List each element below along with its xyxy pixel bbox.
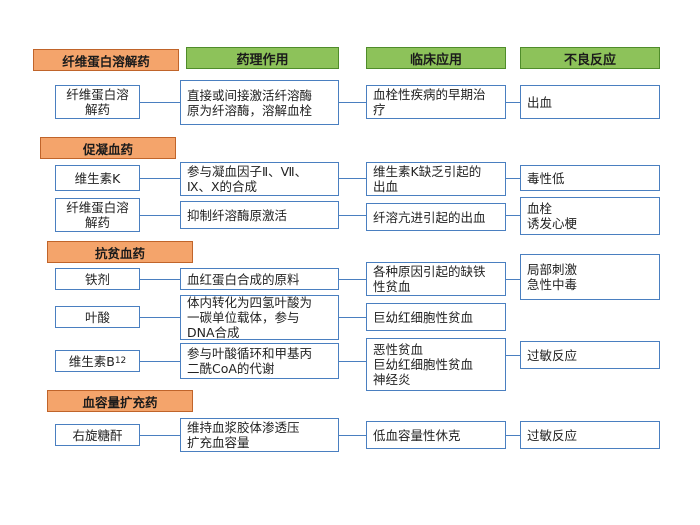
connector-line: [140, 215, 180, 216]
action-box: 血红蛋白合成的原料: [180, 268, 339, 290]
drug-box: 纤维蛋白溶 解药: [55, 85, 140, 119]
connector-line: [506, 435, 520, 436]
action-box: 参与叶酸循环和甲基丙 二酰CoA的代谢: [180, 343, 339, 379]
drug-box: 叶酸: [55, 306, 140, 328]
action-box: 体内转化为四氢叶酸为 一碳单位载体，参与 DNA合成: [180, 295, 339, 340]
connector-line: [506, 355, 520, 356]
connector-line: [506, 215, 520, 216]
category-antianemic: 抗贫血药: [47, 241, 193, 263]
use-box: 低血容量性休克: [366, 421, 506, 449]
connector-line: [140, 317, 180, 318]
adverse-box: 毒性低: [520, 165, 660, 191]
use-box: 恶性贫血 巨幼红细胞性贫血 神经炎: [366, 338, 506, 391]
category-fibrinolytic: 纤维蛋白溶解药: [33, 49, 179, 71]
connector-line: [339, 361, 366, 362]
drug-box: 纤维蛋白溶 解药: [55, 198, 140, 232]
action-box: 直接或间接激活纤溶酶 原为纤溶酶，溶解血栓: [180, 80, 339, 125]
connector-line: [140, 435, 180, 436]
connector-line: [506, 178, 520, 179]
header-clinical: 临床应用: [366, 47, 506, 69]
adverse-box: 过敏反应: [520, 421, 660, 449]
connector-line: [140, 361, 180, 362]
header-pharmacology: 药理作用: [186, 47, 339, 69]
connector-line: [339, 279, 366, 280]
connector-line: [140, 178, 180, 179]
connector-line: [506, 102, 520, 103]
adverse-box: 血栓 诱发心梗: [520, 197, 660, 235]
connector-line: [140, 102, 180, 103]
use-box: 纤溶亢进引起的出血: [366, 203, 506, 231]
connector-line: [339, 102, 366, 103]
adverse-box: 局部刺激 急性中毒: [520, 254, 660, 300]
drug-label: 维生素B: [68, 353, 115, 369]
action-box: 参与凝血因子Ⅱ、Ⅶ、 Ⅸ、Ⅹ的合成: [180, 162, 339, 196]
adverse-box: 过敏反应: [520, 341, 660, 369]
action-box: 维持血浆胶体渗透压 扩充血容量: [180, 418, 339, 452]
drug-box: 铁剂: [55, 268, 140, 290]
use-box: 维生素K缺乏引起的 出血: [366, 162, 506, 196]
drug-box: 右旋糖酐: [55, 424, 140, 446]
connector-line: [339, 435, 366, 436]
connector-line: [339, 215, 366, 216]
adverse-box: 出血: [520, 85, 660, 119]
category-volume-expander: 血容量扩充药: [47, 390, 193, 412]
drug-box: 维生素K: [55, 165, 140, 191]
connector-line: [339, 178, 366, 179]
connector-line: [140, 279, 180, 280]
use-box: 血栓性疾病的早期治 疗: [366, 85, 506, 119]
category-coagulant: 促凝血药: [40, 137, 176, 159]
connector-line: [506, 279, 520, 280]
use-box: 各种原因引起的缺铁 性贫血: [366, 262, 506, 296]
connector-line: [339, 317, 366, 318]
use-box: 巨幼红细胞性贫血: [366, 303, 506, 331]
header-adverse: 不良反应: [520, 47, 660, 69]
action-box: 抑制纤溶酶原激活: [180, 201, 339, 229]
